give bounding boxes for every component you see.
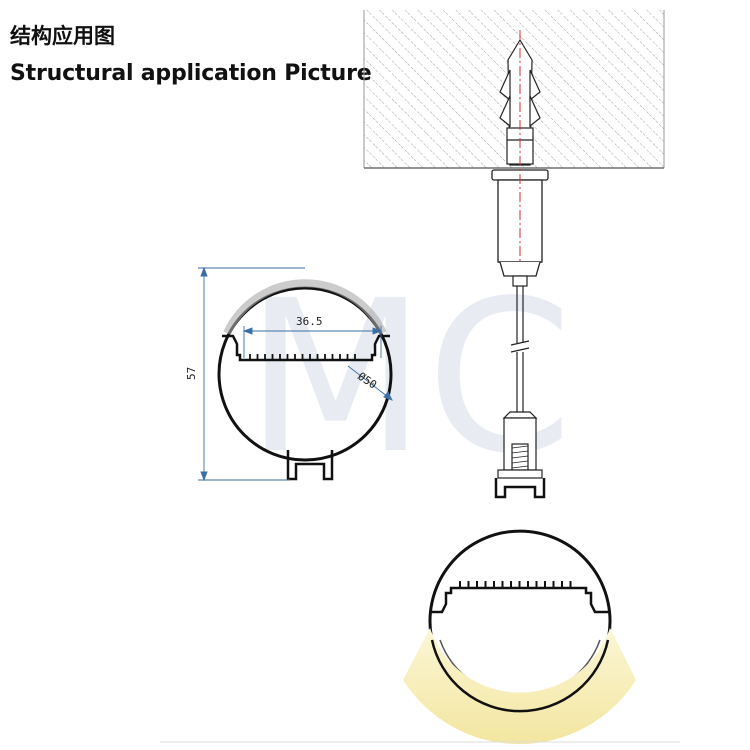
title-english: Structural application Picture <box>10 61 372 86</box>
light-beam <box>403 628 636 745</box>
dimension-inner-width: 36.5 <box>296 315 323 328</box>
dimension-lines <box>198 266 393 482</box>
suspension-cable <box>510 275 530 418</box>
dimension-height: 57 <box>185 367 198 380</box>
cable-gripper <box>497 411 543 479</box>
title-chinese: 结构应用图 <box>10 24 115 48</box>
diffuser-outline <box>430 639 610 713</box>
cross-section <box>217 279 393 481</box>
pendant-profile <box>428 478 612 704</box>
